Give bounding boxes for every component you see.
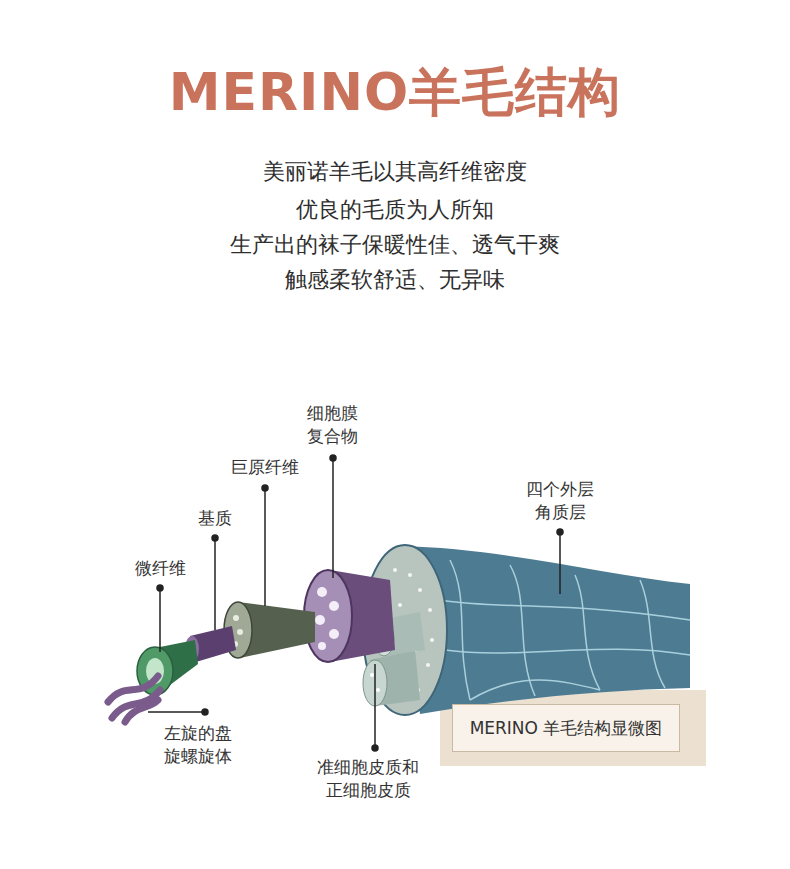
part-label: 准细胞皮质和 正细胞皮质 [312,756,424,802]
part-label: 巨原纤维 [231,456,299,479]
part-label: 细胞膜 复合物 [302,402,363,448]
intro-line: 生产出的袜子保暖性佳、透气干爽 [230,231,560,259]
caption-text: MERINO 羊毛结构显微图 [470,717,663,740]
cuticle-scales [440,560,690,700]
caption-box: MERINO 羊毛结构显微图 [452,704,680,752]
membrane-dots [315,587,339,650]
intro-line: 触感柔软舒适、无异味 [285,266,505,294]
part-label: 左旋的盘 旋螺旋体 [164,722,242,768]
intro-line: 优良的毛质为人所知 [296,196,494,224]
helix [108,676,160,722]
intro-line: 美丽诺羊毛以其高纤维密度 [263,158,527,186]
page-title: MERINO羊毛结构 [0,58,790,128]
part-label: 四个外层 角质层 [521,478,599,524]
part-label: 基质 [198,507,232,530]
part-label: 微纤维 [135,557,186,580]
